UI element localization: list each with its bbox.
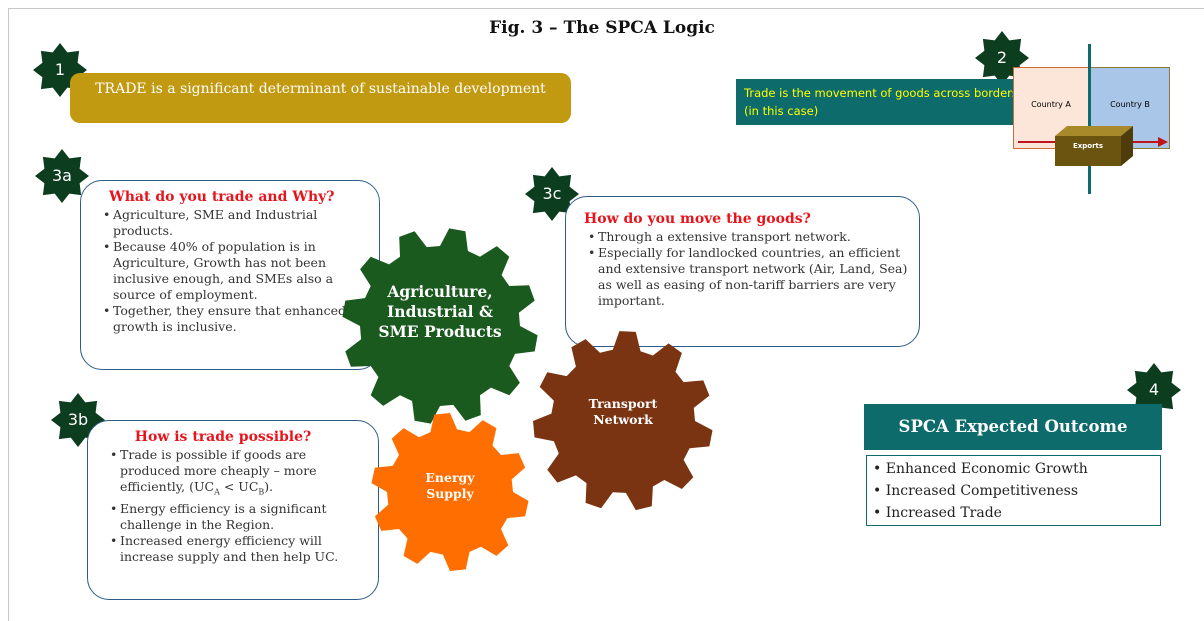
- agriculture-gear: Agriculture, Industrial & SME Products: [340, 226, 540, 426]
- marker-1-label: 1: [54, 60, 66, 79]
- box-3a-bullet: Because 40% of population is in Agricult…: [103, 239, 369, 303]
- frame-top-border: [8, 8, 1204, 9]
- marker-3c-label: 3c: [542, 184, 562, 203]
- box-3a-heading: What do you trade and Why?: [109, 189, 335, 205]
- box-3c-heading: How do you move the goods?: [584, 211, 811, 227]
- energy-gear: Energy Supply: [370, 412, 530, 572]
- trade-determinant-banner: TRADE is a significant determinant of su…: [70, 73, 571, 123]
- gear-icon: [371, 413, 529, 571]
- gear-icon: [342, 228, 538, 424]
- energy-gear-label: Energy Supply: [425, 470, 475, 501]
- marker-4-label: 4: [1148, 380, 1160, 399]
- box-3b-bullet: Increased energy efficiency will increas…: [110, 533, 368, 565]
- box-3c-bullet: Through a extensive transport network.: [588, 229, 909, 245]
- expected-outcome-heading: SPCA Expected Outcome: [864, 404, 1162, 450]
- what-do-you-trade-box: What do you trade and Why? Agriculture, …: [80, 180, 380, 370]
- border-line: [1088, 44, 1091, 194]
- outcome-item: Enhanced Economic Growth: [873, 458, 1154, 480]
- star-icon: [525, 167, 579, 221]
- star-icon: [1127, 363, 1181, 417]
- frame-left-border: [8, 8, 9, 621]
- box-3b-heading: How is trade possible?: [134, 429, 312, 445]
- figure-title: Fig. 3 – The SPCA Logic: [489, 18, 715, 38]
- outcome-item: Increased Competitiveness: [873, 480, 1154, 502]
- star-icon: [35, 149, 89, 203]
- outcome-item: Increased Trade: [873, 502, 1154, 524]
- transport-gear-label: Transport Network: [588, 396, 658, 427]
- marker-3a-label: 3a: [52, 166, 72, 185]
- box-3a-bullet: Agriculture, SME and Industrial products…: [103, 207, 369, 239]
- box-3a-bullet: Together, they ensure that enhanced grow…: [103, 303, 369, 335]
- exports-label: Exports: [1072, 142, 1104, 150]
- exports-crate: Exports: [1055, 124, 1135, 166]
- marker-3a: 3a: [34, 148, 90, 204]
- crate-icon: [1055, 126, 1133, 166]
- marker-2-label: 2: [996, 48, 1008, 67]
- marker-3c: 3c: [524, 166, 580, 222]
- trade-movement-box: Trade is the movement of goods across bo…: [736, 79, 1044, 125]
- gear-icon: [533, 331, 713, 511]
- marker-3b-label: 3b: [67, 410, 89, 429]
- transport-gear: Transport Network: [532, 330, 714, 512]
- marker-4: 4: [1126, 362, 1182, 418]
- box-3b-bullet: Trade is possible if goods are produced …: [110, 447, 368, 501]
- agriculture-gear-label: Agriculture, Industrial & SME Products: [378, 282, 502, 341]
- how-move-goods-box: How do you move the goods? Through a ext…: [565, 196, 920, 347]
- box-3b-bullet: Energy efficiency is a significant chall…: [110, 501, 368, 533]
- expected-outcome-list: Enhanced Economic Growth Increased Compe…: [866, 455, 1161, 526]
- box-3c-bullet: Especially for landlocked countries, an …: [588, 245, 909, 309]
- how-is-trade-possible-box: How is trade possible? Trade is possible…: [87, 420, 379, 600]
